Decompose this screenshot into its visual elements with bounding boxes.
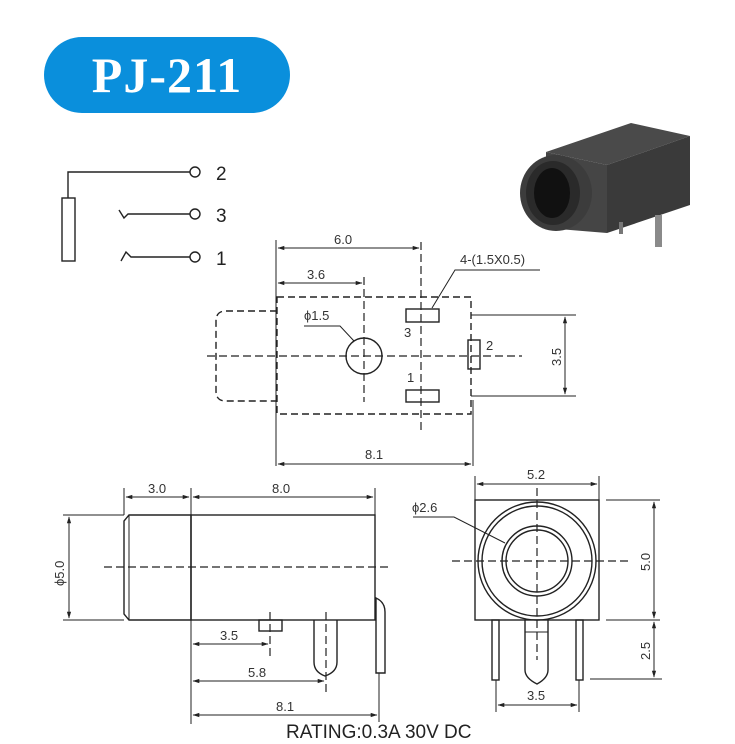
dim-nose: 3.0	[148, 481, 166, 496]
pin-label-2: 2	[216, 164, 227, 185]
dim-height: 5.0	[638, 553, 653, 571]
dim-length: 8.1	[365, 447, 383, 462]
pad-label-3: 3	[404, 325, 411, 340]
front-view: 5.2 ϕ2.6 5.0 2.5 3.5	[412, 467, 662, 712]
model-title: PJ-211	[91, 47, 243, 103]
round-pin	[313, 620, 338, 677]
dim-6-0: 6.0	[334, 232, 352, 247]
sleeve-line	[67, 171, 190, 198]
left-pin	[491, 619, 500, 681]
switch-contact-1	[120, 250, 190, 262]
plug-symbol	[61, 197, 76, 262]
pin-label-1: 1	[216, 249, 227, 270]
top-view: 6.0 3.6 ϕ1.5 3 2 1 4-(1.5X0.5) 3.5 8.1	[207, 232, 576, 467]
dim-pin-spacing: 3.5	[549, 348, 564, 366]
pad-1	[405, 389, 440, 403]
terminal-2	[189, 166, 201, 178]
right-pin	[575, 619, 584, 681]
pad-2	[467, 339, 481, 370]
dim-width: 5.2	[527, 467, 545, 482]
hole-diameter: ϕ1.5	[304, 308, 329, 323]
mounting-hole	[345, 337, 383, 375]
dim-pin-2: 5.8	[248, 665, 266, 680]
pad-label-2: 2	[486, 338, 493, 353]
terminal-1	[189, 251, 201, 263]
pad-label-1: 1	[407, 370, 414, 385]
side-view: 3.0 8.0 ϕ5.0 3.5 5.8 8.1	[52, 481, 392, 724]
dim-diameter: ϕ5.0	[52, 561, 67, 586]
body-outline	[276, 296, 472, 415]
pad-3	[405, 308, 440, 323]
center-pin	[524, 620, 549, 685]
pad-spec: 4-(1.5X0.5)	[460, 252, 525, 267]
dim-body: 8.0	[272, 481, 290, 496]
rating-text: RATING:0.3A 30V DC	[286, 722, 472, 743]
product-photo	[520, 123, 690, 247]
dim-pin-length: 2.5	[638, 642, 653, 660]
dim-pin-1: 3.5	[220, 628, 238, 643]
schematic-symbol: 2 3 1	[61, 164, 227, 270]
nose-outline	[215, 310, 277, 402]
flat-pin	[375, 596, 386, 674]
pin-label-3: 3	[216, 206, 227, 227]
terminal-3	[189, 208, 201, 220]
opening-diameter: ϕ2.6	[412, 500, 437, 515]
dim-3-6: 3.6	[307, 267, 325, 282]
dim-pin-3: 8.1	[276, 699, 294, 714]
dim-pin-spacing-front: 3.5	[527, 688, 545, 703]
switch-contact-3	[118, 209, 190, 220]
model-badge: PJ-211	[44, 37, 290, 113]
